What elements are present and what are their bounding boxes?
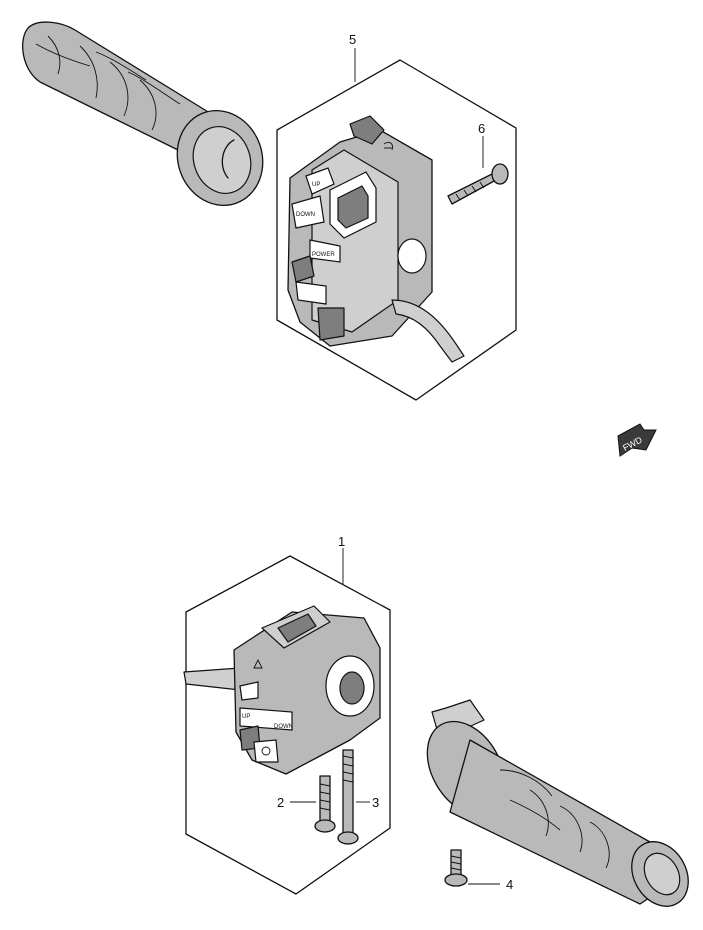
left-switch-assembly-box	[185, 555, 391, 895]
callout-2: 2	[277, 795, 284, 810]
callout-3: 3	[372, 795, 379, 810]
lower-down-switch-label: DOWN	[274, 724, 293, 730]
screw-2	[314, 775, 336, 833]
callout-6: 6	[478, 121, 485, 136]
callout-1: 1	[338, 534, 345, 549]
screw-4	[444, 849, 468, 887]
lower-up-switch-label: UP	[242, 714, 250, 720]
callout-5: 5	[349, 32, 356, 47]
power-switch-label: POWER	[312, 252, 335, 258]
leader-lines	[290, 48, 500, 885]
left-handlebar-switch: UP DOWN	[183, 605, 381, 775]
down-switch-label: DOWN	[296, 212, 315, 218]
left-handlebar-grip	[22, 21, 264, 206]
up-switch-label: UP	[312, 182, 320, 188]
screw-6	[447, 163, 509, 205]
right-switch-assembly-box	[276, 59, 517, 401]
fwd-arrow-icon: FWD	[617, 423, 657, 457]
screw-3	[337, 749, 359, 845]
callout-4: 4	[506, 877, 513, 892]
right-handlebar-switch: UP DOWN POWER	[287, 115, 465, 363]
right-handlebar-grip	[426, 699, 689, 907]
